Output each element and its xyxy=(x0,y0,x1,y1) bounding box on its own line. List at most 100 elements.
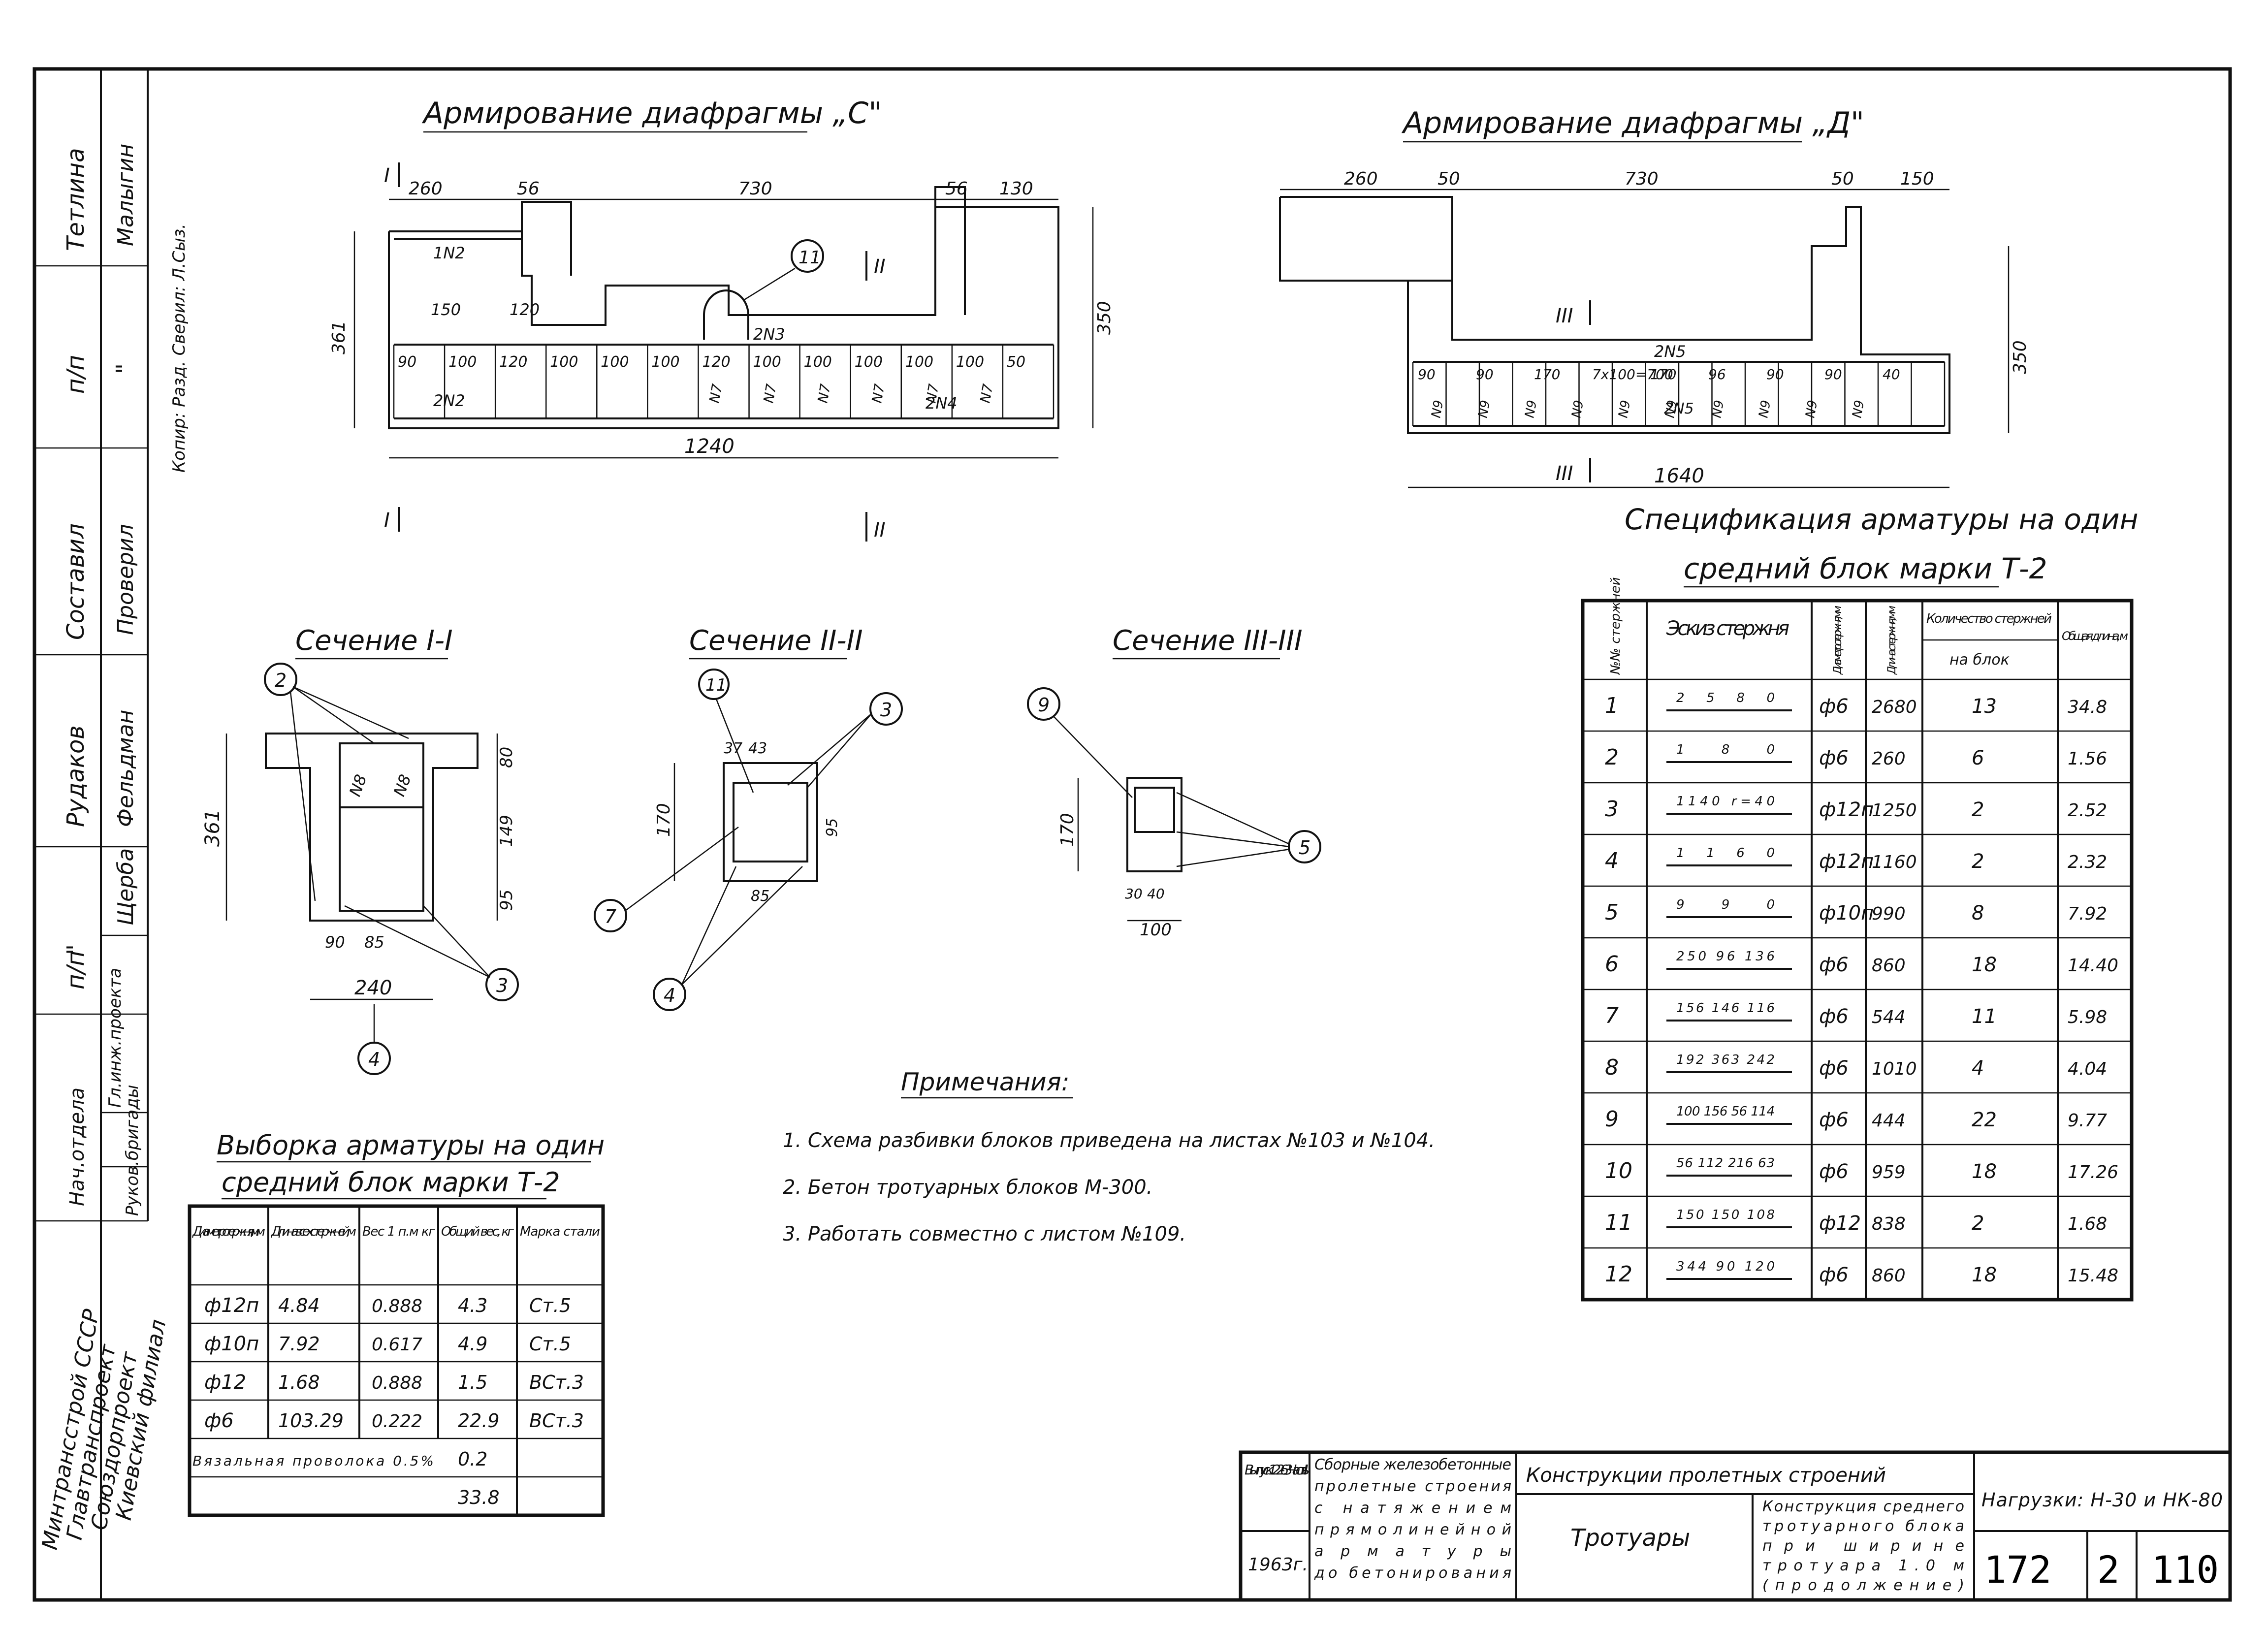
sheet-line: при ширине xyxy=(1762,1537,1964,1555)
cell-length: 4.84 xyxy=(278,1295,320,1316)
issue-text: Выпуск 122-63 Часть II xyxy=(1245,1462,1310,1478)
table-header: Общая длина, м xyxy=(2062,629,2128,643)
cell-sketch: 1160 xyxy=(1676,846,1775,861)
table-header: Длина всех стержней, м xyxy=(271,1224,356,1239)
bar-label: N7 xyxy=(923,383,942,404)
series-line: Сборные железобетонные xyxy=(1314,1456,1511,1473)
dimension: 120 xyxy=(499,353,527,371)
bar-mark: 7 xyxy=(605,906,616,927)
cell-sketch: 56 112 216 63 xyxy=(1676,1156,1775,1171)
table-header: на блок xyxy=(1949,651,2010,669)
dimension: 100 xyxy=(956,353,984,371)
table-header: Вес 1 п.м кг xyxy=(362,1224,435,1239)
note-line: 1. Схема разбивки блоков приведена на ли… xyxy=(783,1129,1435,1152)
dimension: 260 xyxy=(409,179,443,199)
spec-title: средний блок марки Т-2 xyxy=(1684,552,2047,585)
dimension: 150 xyxy=(1900,169,1934,189)
cell-length: 1250 xyxy=(1872,800,1917,821)
cell-diameter: ф6 xyxy=(1819,1264,1849,1286)
dimension: 361 xyxy=(201,809,224,847)
cell-number: 3 xyxy=(1605,797,1619,822)
stamp-text: " xyxy=(62,944,90,955)
sheet-number: 172 xyxy=(1984,1548,2051,1592)
bar-label: N8 xyxy=(346,772,371,799)
cell-qty: 18 xyxy=(1972,1160,1997,1183)
notes-title: Примечания: xyxy=(901,1068,1070,1096)
dimension: 730 xyxy=(738,179,772,199)
dimension: 30 xyxy=(1125,886,1143,902)
stamp-text: " xyxy=(111,363,139,374)
cut-label: I xyxy=(384,164,390,187)
cell-qty: 6 xyxy=(1972,747,1984,769)
dimension: 90 xyxy=(1766,366,1784,383)
dimension: 130 xyxy=(999,179,1033,199)
stamp-text: Нач.отдела xyxy=(66,1087,89,1206)
dimension: 85 xyxy=(364,933,384,952)
cell-qty: 8 xyxy=(1972,902,1984,925)
bar-label: N9 xyxy=(1522,399,1540,419)
bar-mark: 9 xyxy=(1038,694,1050,716)
grand-total: 33.8 xyxy=(458,1487,500,1508)
bar-label: N9 xyxy=(1662,399,1680,419)
stamp-text: Гл.инж.проекта xyxy=(105,968,125,1108)
sheet-border xyxy=(32,67,2232,1602)
cell-diameter: ф12п xyxy=(204,1294,259,1317)
dimension: 90 xyxy=(1476,366,1494,383)
section-3-3: Сечение III-III 170 100 30 40 9 5 xyxy=(1027,625,1321,940)
sheet-line: тротуарного блока xyxy=(1762,1518,1964,1535)
dimension: 120 xyxy=(510,300,540,319)
dimension: 149 xyxy=(497,815,516,847)
cell-qty: 18 xyxy=(1972,1264,1997,1286)
cell-total: 22.9 xyxy=(458,1410,500,1432)
dimension: 56 xyxy=(945,179,968,199)
cell-sketch: 1140 r=40 xyxy=(1676,794,1775,809)
cell-qty: 22 xyxy=(1972,1109,1997,1131)
stamp-text: п/п xyxy=(62,355,90,394)
cut-label: II xyxy=(874,519,886,542)
note-line: 2. Бетон тротуарных блоков М-300. xyxy=(783,1176,1152,1199)
note-line: 3. Работать совместно с листом №109. xyxy=(783,1223,1186,1245)
cell-sketch: 100 156 56 114 xyxy=(1676,1104,1775,1119)
cell-sketch: 344 90 120 xyxy=(1676,1259,1775,1274)
cut-label: I xyxy=(384,509,390,532)
cell-number: 8 xyxy=(1605,1055,1619,1080)
dimension: 100 xyxy=(905,353,933,371)
cell-total: 7.92 xyxy=(2068,904,2107,924)
cell-total: 5.98 xyxy=(2068,1007,2107,1027)
cell-weight: 0.617 xyxy=(372,1335,422,1355)
cell-number: 5 xyxy=(1605,900,1619,925)
title-block: Выпуск 122-63 Часть II 1963г. Сборные же… xyxy=(1239,1450,2232,1602)
section-title: Сечение II-II xyxy=(689,625,863,657)
dimension: 90 xyxy=(398,353,416,371)
table-header: Эскиз стержня xyxy=(1666,617,1789,640)
dimension: 90 xyxy=(1418,366,1436,383)
bar-label: 2N3 xyxy=(753,325,785,344)
cell-steel: ВСт.3 xyxy=(529,1410,584,1432)
notes-block: Примечания: 1. Схема разбивки блоков при… xyxy=(783,1068,1435,1245)
dimension: 95 xyxy=(497,890,516,911)
section-title: Сечение III-III xyxy=(1113,625,1303,657)
bar-label: 2N5 xyxy=(1654,342,1686,361)
diaphragm-d-drawing: Армирование диафрагмы „Д" 260 50 730 50 … xyxy=(1279,106,2030,488)
dimension: 170 xyxy=(1534,366,1560,383)
cell-length: 838 xyxy=(1872,1214,1906,1234)
table-header: Количество стержней xyxy=(1926,611,2052,626)
dimension: 96 xyxy=(1708,366,1726,383)
dimension: 170 xyxy=(1650,366,1676,383)
diaphragm-c-title: Армирование диафрагмы „С" xyxy=(421,96,882,130)
bar-label: N9 xyxy=(1429,399,1446,419)
bar-mark: 4 xyxy=(368,1049,380,1070)
cell-sketch: 192 363 242 xyxy=(1676,1053,1775,1067)
sel-title: Выборка арматуры на один xyxy=(217,1130,605,1161)
cell-length: 260 xyxy=(1872,749,1906,769)
bar-label: N9 xyxy=(1569,399,1587,419)
bar-label: N9 xyxy=(1709,399,1727,419)
dimension: 120 xyxy=(702,353,730,371)
cell-length: 2680 xyxy=(1872,697,1917,717)
cell-number: 7 xyxy=(1605,1003,1619,1028)
